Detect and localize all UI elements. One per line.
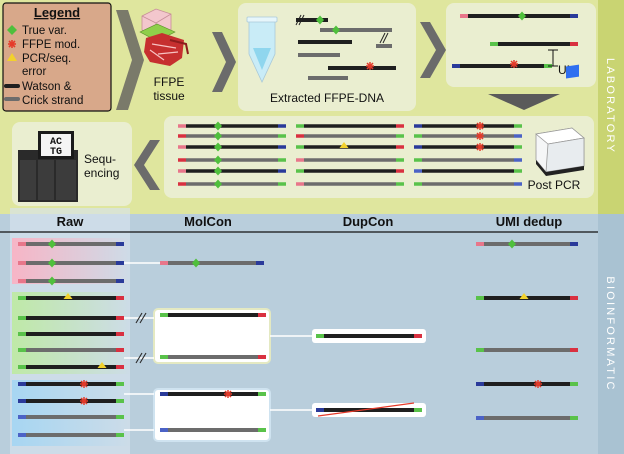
- true-variant-mark: [214, 179, 222, 189]
- dna-strands: [18, 14, 578, 437]
- legend-strand-2: Crick strand: [22, 95, 83, 107]
- true-variant-mark: [192, 258, 200, 268]
- true-variant-mark: [214, 142, 222, 152]
- true-variant-mark: [48, 239, 56, 249]
- umi-bracket: [548, 49, 558, 67]
- strand-break-mark: [382, 32, 389, 44]
- true-variant-mark: [316, 15, 324, 25]
- column-header-dupcon: DupCon: [343, 214, 394, 229]
- strand-break-mark: [298, 14, 305, 26]
- strike-through: [317, 402, 415, 417]
- bioinformatic-side-band: [598, 214, 624, 454]
- ffpe-mod-mark: [534, 380, 542, 388]
- variant-marks: [48, 11, 558, 417]
- ffpe-mod-mark: [476, 122, 484, 130]
- column-header-molcon: MolCon: [184, 214, 232, 229]
- pcr-error-mark: [519, 293, 529, 299]
- ffpe-tissue-label-1: FFPE: [154, 75, 185, 89]
- true-variant-mark: [214, 121, 222, 131]
- post-pcr-label: Post PCR: [528, 178, 581, 192]
- true-variant-icon: [7, 25, 17, 35]
- true-variant-mark: [48, 258, 56, 268]
- legend-pcr-error-1: PCR/seq.: [22, 53, 71, 65]
- flow-arrow-2: [212, 32, 236, 92]
- ffpe-mod-mark: [80, 380, 88, 388]
- true-variant-mark: [214, 155, 222, 165]
- laboratory-side-band: [598, 0, 624, 214]
- pcr-error-icon: [7, 53, 17, 61]
- legend-title: Legend: [34, 5, 80, 20]
- pcr-error-mark: [63, 293, 73, 299]
- ffpe-mod-mark: [80, 397, 88, 405]
- legend-pcr-error-2: error: [22, 66, 46, 78]
- extracted-dna-label: Extracted FFPE-DNA: [270, 91, 384, 105]
- ffpe-mod-icon: [8, 40, 16, 48]
- ffpe-mod-mark: [510, 60, 518, 68]
- legend-true-variant: True var.: [22, 25, 67, 37]
- strand-break-mark: [295, 14, 302, 26]
- laboratory-side-label: LABORATORY: [604, 58, 616, 154]
- ffpe-tissue-illustration: [139, 8, 189, 66]
- legend-box: [2, 2, 112, 112]
- legend-strand-1: Watson &: [22, 81, 72, 93]
- sequencing-label-1: Sequ-: [84, 152, 116, 166]
- flow-arrow-down: [488, 94, 560, 110]
- strand-break-mark: [379, 32, 386, 44]
- pcr-error-mark: [97, 362, 107, 368]
- column-header-raw: Raw: [57, 214, 85, 229]
- legend: Legend True var. FFPE mod. PCR/seq. erro…: [2, 2, 112, 112]
- ffpe-mod-mark: [476, 132, 484, 140]
- flow-arrow-3: [420, 22, 446, 78]
- ffpe-tissue-label-2: tissue: [153, 89, 185, 103]
- sequencer-icon: [18, 131, 78, 202]
- true-variant-mark: [508, 239, 516, 249]
- break-marks: [135, 312, 147, 364]
- sequencer-screen-line-1: AC: [50, 137, 62, 148]
- sequencing-label-2: encing: [84, 166, 119, 180]
- ffpe-mod-mark: [366, 62, 374, 70]
- ffpe-mod-mark: [476, 143, 484, 151]
- flow-arrow-back: [134, 140, 160, 190]
- bioinformatic-side-label: BIOINFORMATIC: [604, 276, 616, 391]
- column-header-umi-dedup: UMI dedup: [496, 214, 562, 229]
- legend-ffpe-mod: FFPE mod.: [22, 39, 80, 51]
- thermocycler-icon: [535, 64, 585, 176]
- true-variant-mark: [214, 166, 222, 176]
- true-variant-mark: [214, 131, 222, 141]
- true-variant-mark: [48, 276, 56, 286]
- flow-arrow-1: [116, 10, 144, 110]
- molcon-box-blue: [153, 388, 271, 442]
- molcon-box-green: [153, 308, 271, 364]
- sequencer-screen-line-2: TG: [50, 147, 62, 158]
- tube-icon: [246, 16, 278, 83]
- pcr-error-mark: [339, 142, 349, 148]
- true-variant-mark: [332, 25, 340, 35]
- ffpe-mod-mark: [224, 390, 232, 398]
- true-variant-mark: [518, 11, 526, 21]
